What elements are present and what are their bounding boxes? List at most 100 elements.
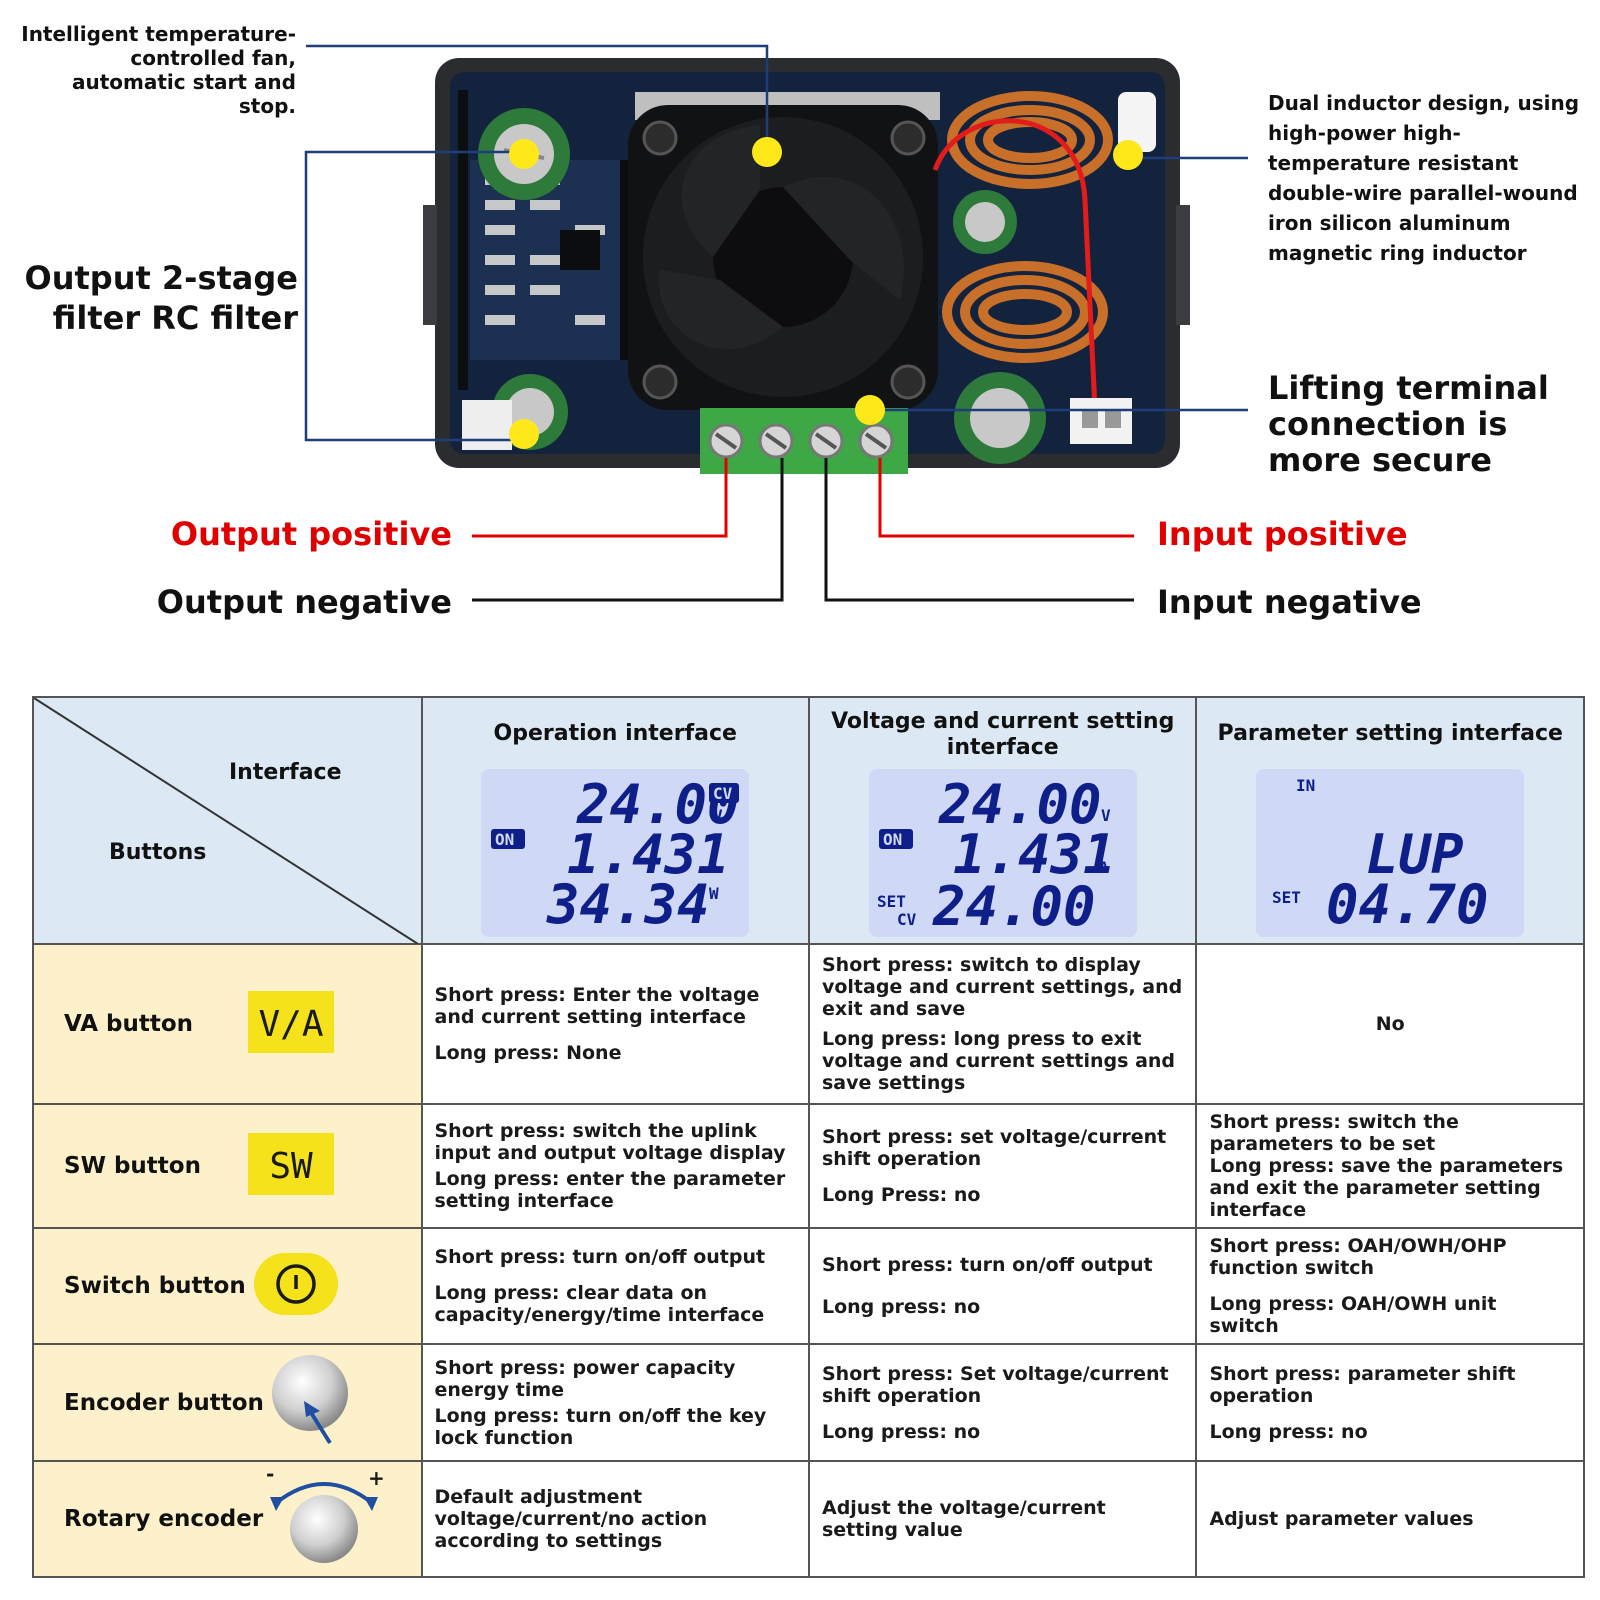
input-positive-line [878,458,1134,538]
output-negative-line [472,458,784,602]
switch-parameter-desc: Short press: OAH/OWH/OHP function switch… [1195,1227,1585,1346]
short-press-text: Short press: Set voltage/current shift o… [821,1362,1169,1407]
long-press-text: Long press: None [434,1041,622,1064]
icon-label: V/A [258,1004,323,1045]
switch-button-cell: Switch button [32,1227,423,1346]
header-operation-interface: Operation interface 24.00 CV V ON 1.431 … [420,696,810,945]
jst-connector [1070,398,1132,444]
lcd-unit: A [709,858,719,877]
va-voltage-current-desc: Short press: switch to display voltage a… [807,942,1198,1105]
output-positive-line [472,458,728,538]
lcd-flag: CV [713,784,733,803]
marker-cap-top [509,139,539,169]
capacitor-bottom-right [954,372,1046,464]
corner-buttons-label: Buttons [109,840,207,865]
power-icon [254,1253,338,1319]
lcd-line: 1.431 [567,823,730,886]
row-va-button: VA button V/A Short press: Enter the vol… [32,942,1585,1105]
sw-operation-desc: Short press: switch the uplink input and… [420,1102,810,1230]
long-press-text: Long press: no [821,1296,981,1319]
switch-operation-desc: Short press: turn on/off output Long pre… [420,1227,810,1346]
rotary-operation-desc: Default adjustment voltage/current/no ac… [420,1459,810,1579]
column-title: Operation interface [493,721,737,747]
leader-lines [304,44,1248,442]
header-row: Interface Buttons Operation interface 24… [32,696,1585,945]
va-button-icon: V/A [248,990,334,1057]
lcd-unit: W [709,884,719,903]
lcd-in: IN [1296,776,1315,795]
long-press-text: Long press: no [1209,1420,1368,1443]
row-sw-button: SW button SW Short press: switch the upl… [32,1102,1585,1230]
sw-button-icon: SW [248,1133,334,1199]
rotate-action-text: Default adjustment voltage/current/no ac… [434,1485,708,1552]
row-rotary-encoder: Rotary encoder - + [32,1459,1585,1579]
long-press-text: Long press: enter the parameter setting … [434,1168,786,1213]
long-press-text: Long Press: no [821,1184,981,1207]
lcd-voltage-current: 24.00 V ON 1.431 A SET CV 24.00 [868,769,1137,938]
lcd-unit: V [713,806,723,825]
lcd-cv: CV [897,910,917,929]
va-parameter-desc: No [1195,942,1585,1105]
corner-cell: Interface Buttons [32,696,423,945]
rotary-parameter-desc: Adjust parameter values [1195,1459,1585,1579]
header-parameter-setting: Parameter setting interface IN LUP SET 0… [1195,696,1585,945]
filter-callout: Output 2-stage filter RC filter [24,259,299,337]
minus-sign: - [266,1467,274,1486]
lcd-line: 34.34 [546,873,710,936]
lcd-line: 24.00 [932,875,1096,937]
va-button-cell: VA button V/A [32,942,423,1105]
lcd-on: ON [883,830,902,849]
encoder-press-icon [270,1353,356,1453]
lcd-set: SET [1272,888,1301,907]
short-press-text: Short press: parameter shift operation [1209,1362,1516,1407]
header-voltage-current-setting: Voltage and current setting interface 24… [807,696,1198,945]
output-positive-label: Output positive [170,515,452,553]
encoder-parameter-desc: Short press: parameter shift operation L… [1195,1343,1585,1462]
short-press-text: Short press: switch to display voltage a… [821,953,1183,1020]
input-positive-label: Input positive [1157,515,1408,553]
fan-leader [306,44,769,152]
va-operation-desc: Short press: Enter the voltage and curre… [420,942,810,1105]
button-function-table: Interface Buttons Operation interface 24… [32,696,1585,1579]
button-name: Switch button [64,1273,246,1300]
short-press-text: Short press: turn on/off output [821,1254,1153,1277]
long-press-text: Long press: save the parameters and exit… [1209,1155,1564,1222]
corner-interface-label: Interface [229,760,342,785]
long-press-text: Long press: turn on/off the key lock fun… [434,1404,767,1449]
lcd-unit: V [1101,806,1111,825]
marker-inductor [1113,140,1143,170]
rotary-encoder-cell: Rotary encoder - + [32,1459,423,1579]
rotate-action-text: Adjust parameter values [1209,1507,1474,1530]
capacitor-middle-right [953,190,1017,254]
marker-fan [752,137,782,167]
lcd-line: 1.431 [953,823,1116,886]
terminal-callout: Lifting terminal connection is more secu… [1268,369,1549,479]
board-diagram: Intelligent temperature-controlled fan, … [0,0,1600,660]
input-negative-label: Input negative [1157,583,1422,621]
encoder-operation-desc: Short press: power capacity energy time … [420,1343,810,1462]
row-switch-button: Switch button Short press: turn on/off o… [32,1227,1585,1346]
filter-leader [304,150,524,442]
sw-parameter-desc: Short press: switch the parameters to be… [1195,1102,1585,1230]
encoder-voltage-current-desc: Short press: Set voltage/current shift o… [807,1343,1198,1462]
column-title: Voltage and current setting interface [831,709,1175,761]
marker-cap-bottom [509,419,539,449]
short-press-text: Short press: power capacity energy time [434,1356,736,1401]
corner-diagonal [34,698,418,944]
short-press-text: Short press: turn on/off output [434,1246,766,1269]
fan-callout: Intelligent temperature-controlled fan, … [21,22,296,118]
red-wire [932,118,1098,411]
lcd-operation: 24.00 CV V ON 1.431 A 34.34 W [481,769,750,938]
long-press-text: Long press: clear data on capacity/energ… [434,1282,765,1327]
cooling-fan [628,105,938,410]
no-action-text: No [1375,1012,1405,1035]
lcd-line: 04.70 [1326,873,1489,936]
button-name: VA button [64,1010,194,1037]
rotary-knob-icon: - + [264,1462,385,1571]
icon-label: SW [269,1146,313,1187]
short-press-text: Short press: set voltage/current shift o… [821,1126,1167,1171]
long-press-text: Long press: OAH/OWH unit switch [1209,1293,1497,1338]
input-negative-line [824,458,1134,602]
inductor-bottom [942,261,1108,363]
lcd-line: LUP [1366,823,1464,886]
